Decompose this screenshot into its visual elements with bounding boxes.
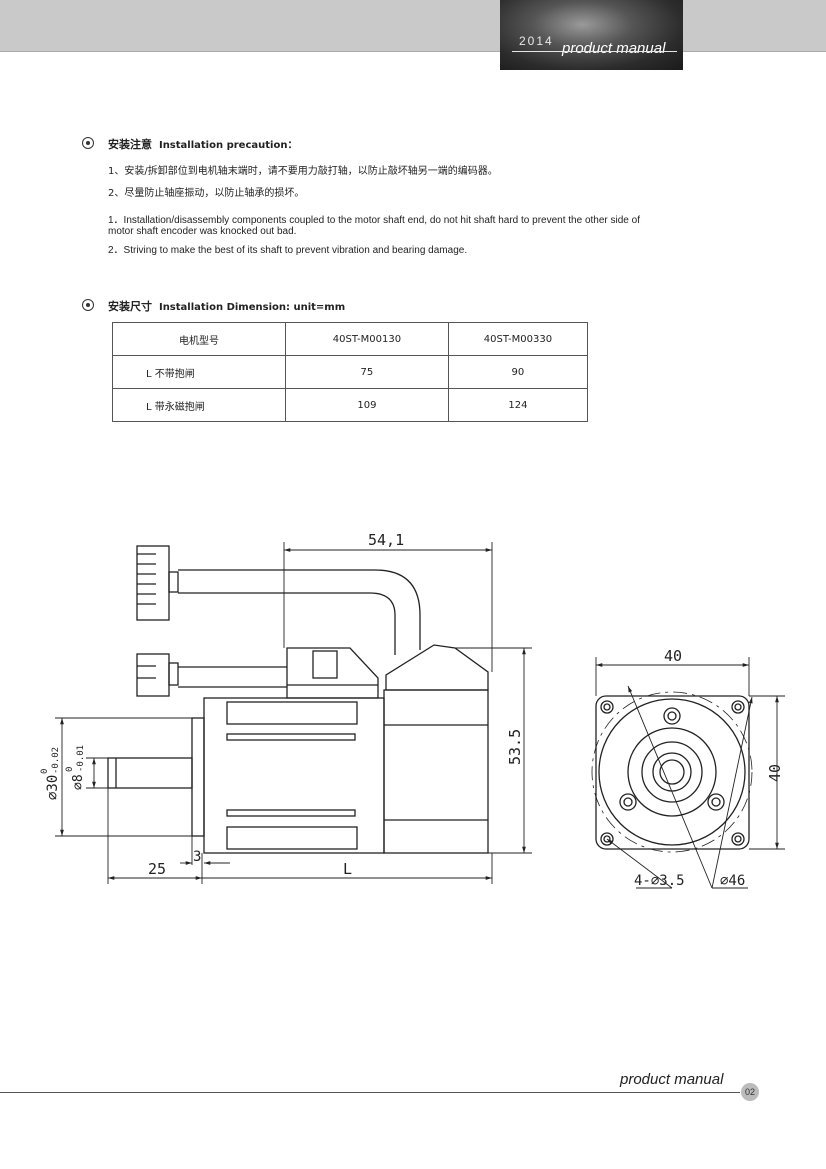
dimension-table: 电机型号 40ST-M00130 40ST-M00330 L 不带抱闸 75 9…	[111, 322, 589, 422]
precaution-title-suffix: ：	[287, 140, 298, 151]
precaution-cn-item: 2、尽量防止轴座振动，以防止轴承的损坏。	[108, 188, 305, 199]
dim-flange-dia: ⌀30 0 -0.02	[40, 747, 61, 800]
bullet-icon	[82, 299, 94, 311]
dim-front-height: 40	[766, 764, 784, 782]
footer-divider	[0, 1092, 740, 1093]
dim-top-length: 54,1	[368, 531, 404, 549]
dim-shaft-length: 25	[148, 860, 166, 878]
side-view	[107, 545, 489, 854]
table-row: L 带永磁抱闸 109 124	[111, 388, 589, 422]
header-bar	[0, 0, 826, 51]
bullet-icon	[82, 137, 94, 149]
encoder-connector	[136, 545, 170, 621]
dim-front-width: 40	[664, 647, 682, 665]
page-number: 02	[741, 1083, 759, 1101]
dim-flange-thickness: 3	[193, 849, 201, 865]
table-cell: 90	[447, 355, 589, 389]
dimension-title: 安装尺寸 Installation Dimension: unit=mm	[108, 298, 345, 314]
dimension-title-cn: 安装尺寸	[108, 300, 152, 313]
table-cell: L 不带抱闸	[111, 355, 287, 389]
header-title: product manual	[562, 40, 666, 57]
encoder-cable	[178, 569, 421, 650]
shaft	[107, 757, 193, 789]
flange	[191, 717, 205, 837]
precaution-title-en: Installation precaution	[158, 140, 288, 151]
front-view	[591, 691, 753, 853]
front-flange	[595, 695, 750, 850]
dim-shaft-dia: ⌀8 0 -0.01	[65, 745, 86, 790]
dim-height: 53.5	[506, 729, 524, 765]
pcd-circle	[591, 691, 753, 853]
table-cell: 75	[285, 355, 449, 389]
dim-shaft-tol-lower: -0.01	[76, 745, 86, 772]
dim-shaft-dia-base: ⌀8	[71, 774, 86, 790]
dim-shaft-tol-upper: 0	[65, 767, 75, 772]
table-cell: 124	[447, 388, 589, 422]
header-badge: 2014 product manual	[500, 0, 683, 70]
side-view-dimensions	[55, 542, 532, 884]
table-header-cell: 40ST-M00330	[447, 322, 589, 356]
precaution-en-line: motor shaft encoder was knocked out bad.	[108, 226, 297, 237]
table-row: L 不带抱闸 75 90	[111, 355, 589, 389]
dim-flange-tol-upper: 0	[40, 769, 50, 774]
precaution-title-cn: 安装注意	[108, 138, 152, 151]
precaution-title: 安装注意 Installation precaution：	[108, 136, 297, 152]
table-header-row: 电机型号 40ST-M00130 40ST-M00330	[111, 322, 589, 356]
dim-pcd: ⌀46	[720, 873, 745, 889]
dim-body-length: L	[343, 860, 352, 878]
power-connector	[136, 653, 170, 697]
dim-flange-dia-base: ⌀30	[45, 775, 61, 800]
front-view-dimensions	[595, 657, 785, 889]
dim-holes: 4-⌀3.5	[634, 873, 685, 889]
table-header-cell: 40ST-M00130	[285, 322, 449, 356]
precaution-cn-item: 1、安装/拆卸部位到电机轴末端时，请不要用力敲打轴，以防止敲坏轴另一端的编码器。	[108, 166, 498, 177]
dimension-title-en: Installation Dimension: unit=mm	[158, 302, 346, 313]
precaution-en-line: 1．Installation/disassembly components co…	[108, 215, 640, 226]
table-cell: L 带永磁抱闸	[111, 388, 287, 422]
header-year: 2014	[519, 34, 554, 48]
table-cell: 109	[285, 388, 449, 422]
header-divider	[0, 51, 826, 52]
table-header-cell: 电机型号	[111, 322, 287, 356]
motor-dimension-drawing: 54,1 53.5 25 3 L ⌀30 0 -0.02 ⌀8 0 -0.01 …	[40, 531, 785, 889]
encoder-housing	[383, 689, 489, 854]
footer-title: product manual	[620, 1071, 724, 1088]
precaution-en-line: 2．Striving to make the best of its shaft…	[108, 245, 468, 256]
dim-flange-tol-lower: -0.02	[51, 747, 61, 774]
header-rule	[512, 51, 677, 52]
